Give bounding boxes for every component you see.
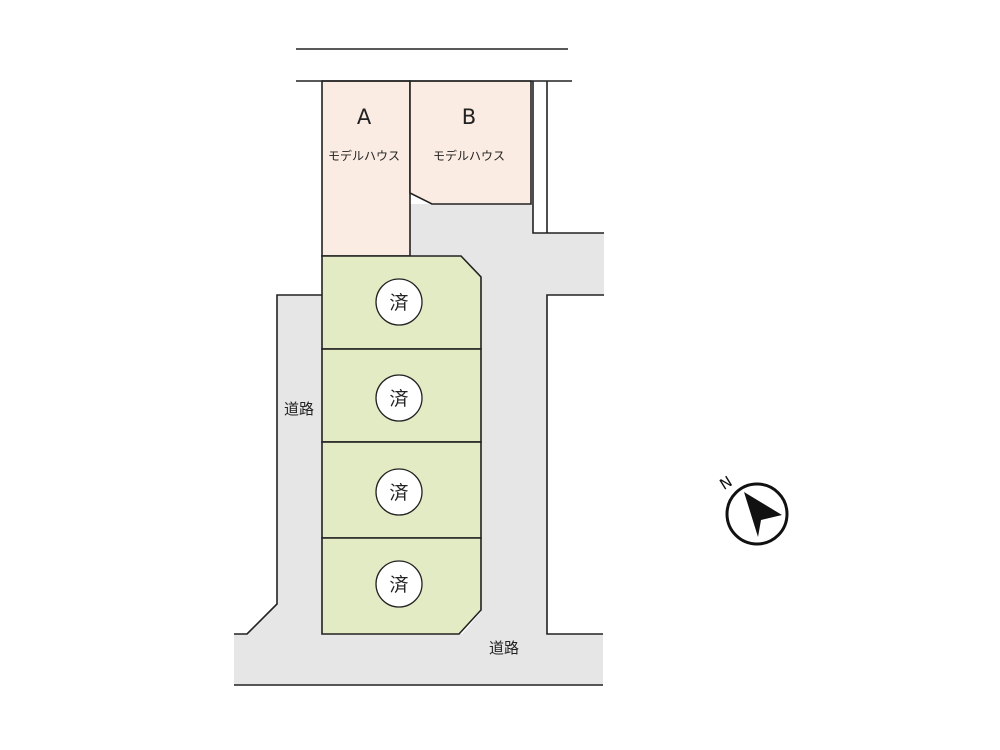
- model-lot-b[interactable]: B モデルハウス: [409, 80, 532, 205]
- lot-a-letter: A: [357, 105, 372, 129]
- sold-lot-3[interactable]: 済: [321, 441, 482, 539]
- sold-lot-4[interactable]: 済: [321, 537, 482, 635]
- north-arrow-icon: N: [716, 472, 789, 546]
- road-label-south: 道路: [489, 639, 519, 657]
- compass-north-label: N: [716, 472, 735, 493]
- lot-b-caption: モデルハウス: [433, 148, 505, 163]
- road-surface: [234, 204, 604, 685]
- sold-lot-2[interactable]: 済: [321, 348, 482, 443]
- sold-badge: [375, 374, 423, 422]
- sold-badge: [375, 468, 423, 516]
- sold-badge: [375, 560, 423, 608]
- boundary-lines: [234, 48, 604, 686]
- sold-lot-1[interactable]: 済: [321, 255, 482, 350]
- sold-status: 済: [389, 574, 408, 596]
- sold-status: 済: [389, 482, 408, 504]
- sold-status: 済: [389, 292, 408, 314]
- sold-status: 済: [389, 388, 408, 410]
- road-label-west: 道路: [284, 400, 314, 418]
- lot-a-caption: モデルハウス: [328, 148, 400, 163]
- lot-b-letter: B: [462, 105, 476, 129]
- model-lot-a[interactable]: A モデルハウス: [321, 80, 411, 257]
- road-network: [234, 204, 604, 685]
- sold-badge: [375, 278, 423, 326]
